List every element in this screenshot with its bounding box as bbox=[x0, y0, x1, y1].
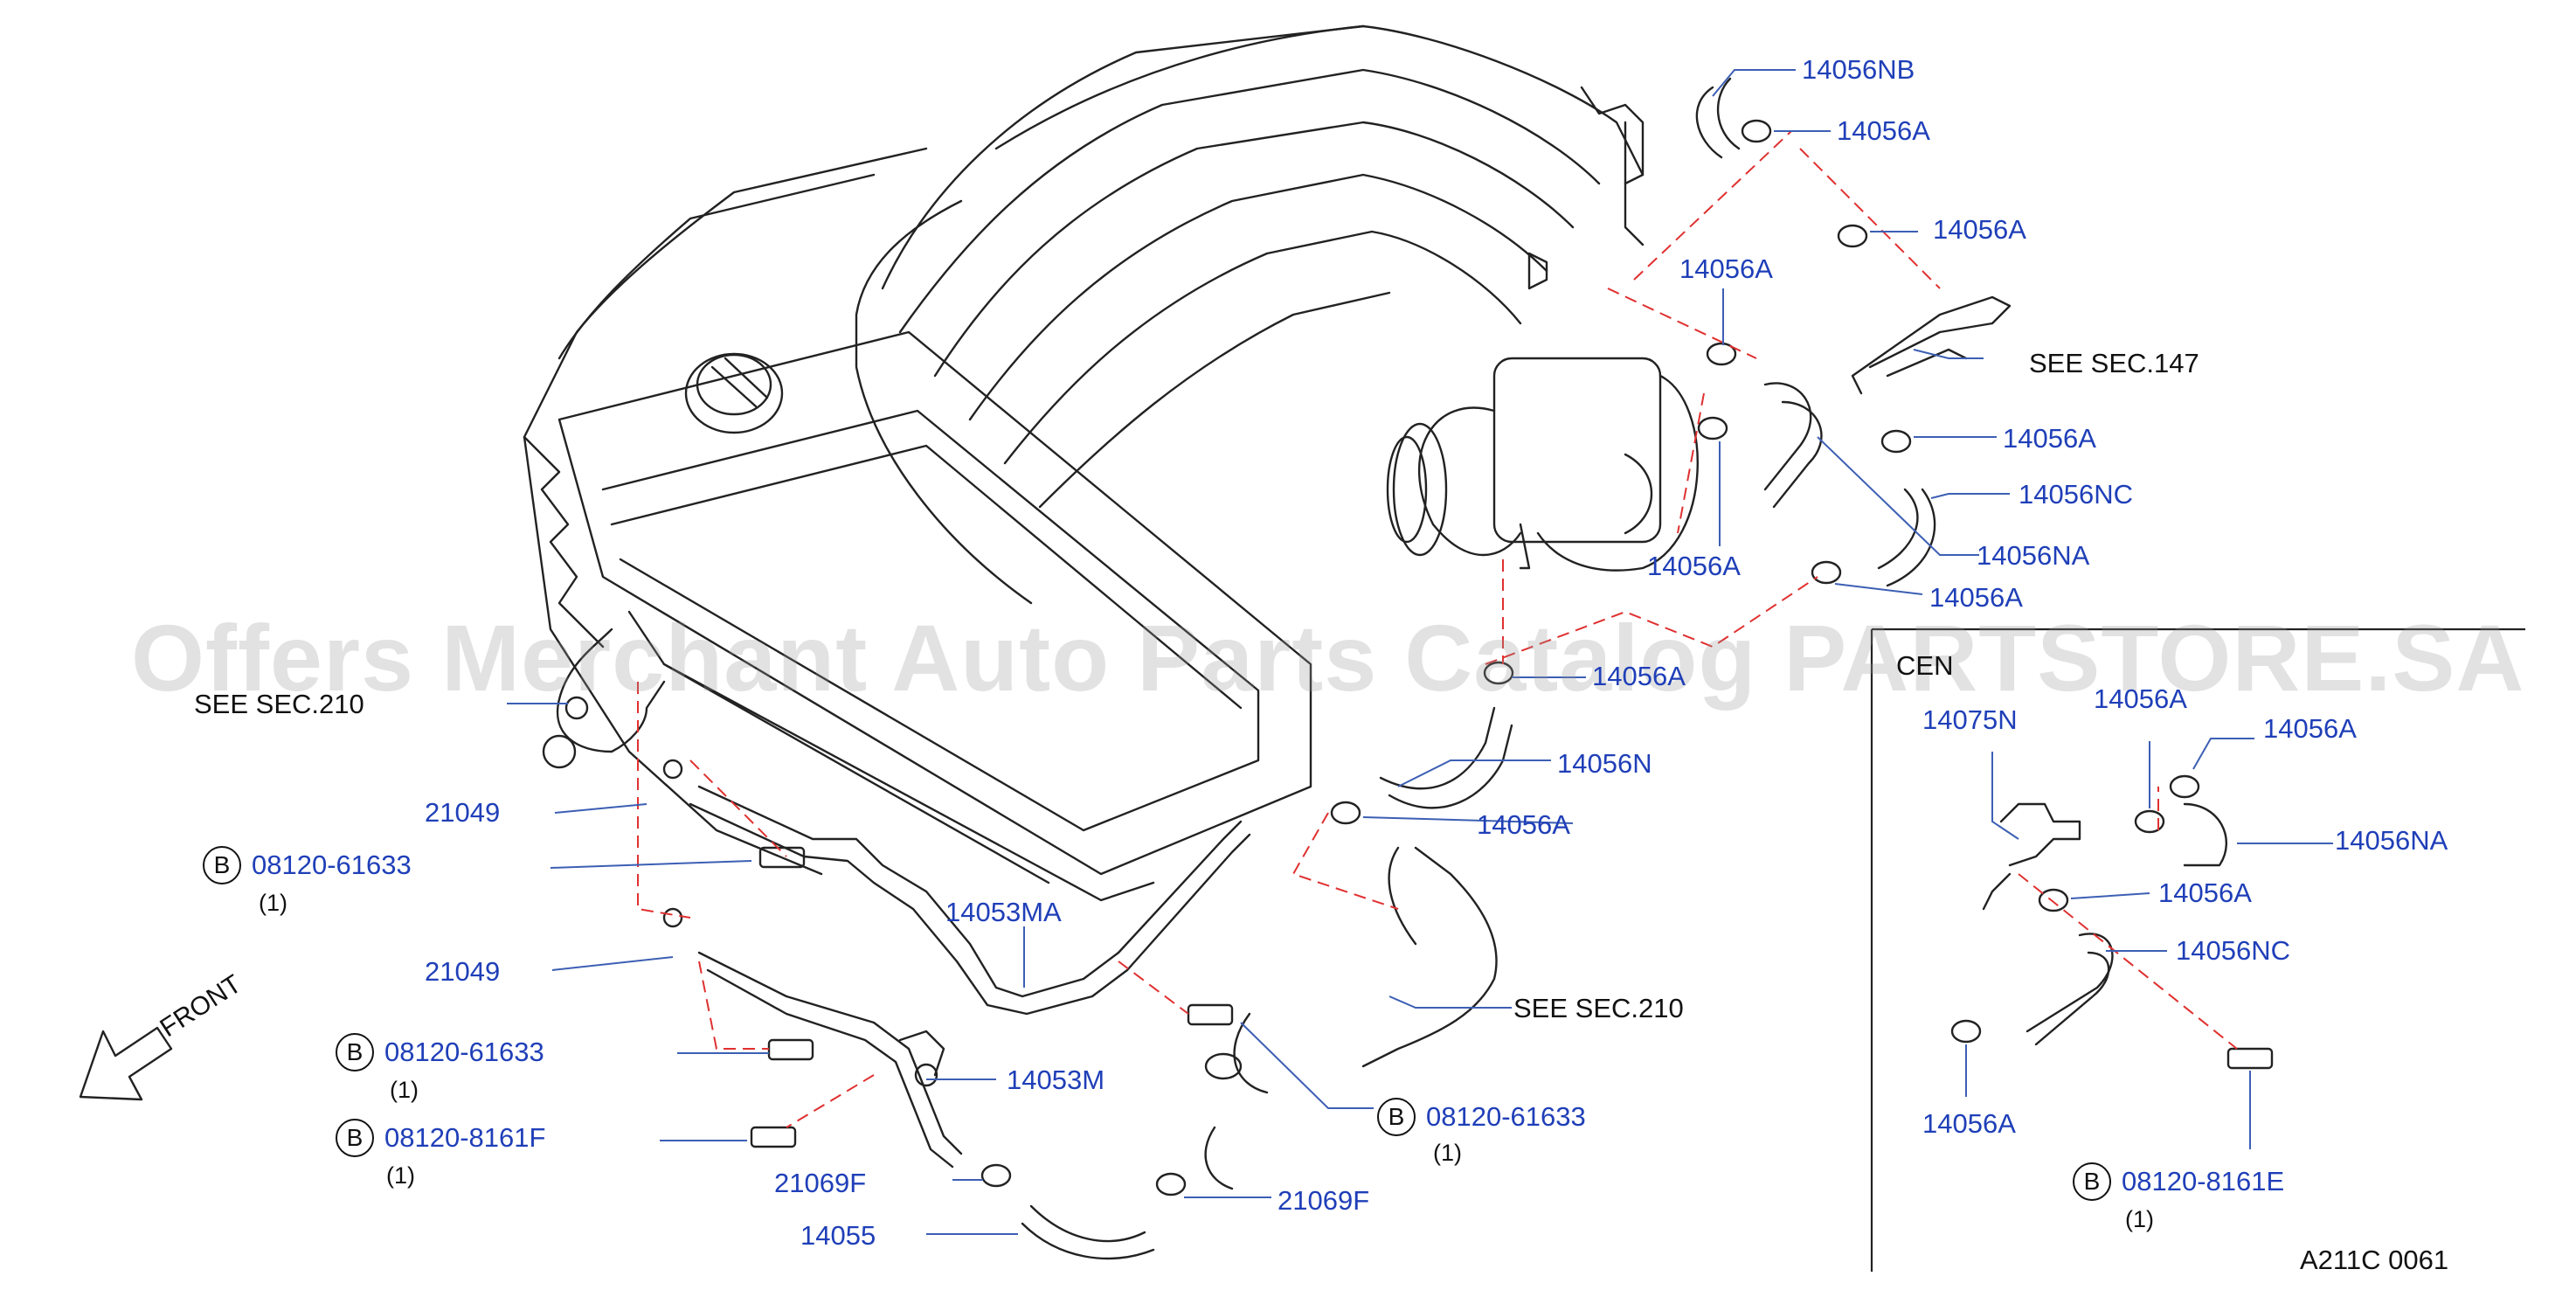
watermark: Offers Merchant Auto Parts Catalog PARTS… bbox=[131, 605, 2525, 711]
dashed-assembly-lines bbox=[637, 130, 2238, 1128]
bolt-qty: (1) bbox=[1433, 1140, 1462, 1166]
bolt-callout-2[interactable]: B 08120-61633 bbox=[336, 1033, 544, 1072]
front-arrow-icon bbox=[79, 1026, 173, 1101]
bolt-qty: (1) bbox=[259, 890, 287, 916]
part-label-14055[interactable]: 14055 bbox=[800, 1220, 876, 1251]
b-badge: B bbox=[2073, 1162, 2111, 1201]
part-label-14056A[interactable]: 14056A bbox=[1922, 1108, 2016, 1139]
part-label-14056A[interactable]: 14056A bbox=[1929, 582, 2023, 613]
bolt-qty: (1) bbox=[390, 1077, 419, 1103]
part-label-14056A[interactable]: 14056A bbox=[1679, 253, 1773, 284]
part-label-14053M[interactable]: 14053M bbox=[1007, 1065, 1105, 1095]
part-label-21049[interactable]: 21049 bbox=[425, 797, 501, 828]
bolt-callout-4[interactable]: B 08120-61633 bbox=[1377, 1098, 1586, 1136]
part-label-14056A[interactable]: 14056A bbox=[2094, 683, 2187, 714]
bolt-qty: (1) bbox=[386, 1162, 415, 1189]
part-label-14056NA[interactable]: 14056NA bbox=[2335, 825, 2448, 856]
bolt-code: 08120-61633 bbox=[384, 1037, 544, 1067]
clamps bbox=[980, 119, 2200, 1196]
part-label-14056NC[interactable]: 14056NC bbox=[2019, 479, 2133, 510]
bolt-callout-1[interactable]: B 08120-61633 bbox=[203, 846, 412, 884]
see-sec-210-right[interactable]: SEE SEC.210 bbox=[1513, 993, 1684, 1023]
bolt-code: 08120-8161E bbox=[2122, 1166, 2285, 1196]
part-label-14056A[interactable]: 14056A bbox=[1837, 115, 1930, 146]
bolt-callout-3[interactable]: B 08120-8161F bbox=[336, 1119, 545, 1157]
bolt-code: 08120-61633 bbox=[1426, 1101, 1586, 1132]
part-label-21069F[interactable]: 21069F bbox=[774, 1168, 867, 1198]
part-label-14075N[interactable]: 14075N bbox=[1922, 704, 2018, 735]
part-label-14056A[interactable]: 14056A bbox=[1647, 551, 1741, 581]
bolt-code: 08120-8161F bbox=[384, 1122, 546, 1153]
part-label-14056NB[interactable]: 14056NB bbox=[1802, 54, 1915, 85]
part-label-14056A[interactable]: 14056A bbox=[1477, 809, 1570, 840]
b-badge: B bbox=[336, 1119, 374, 1157]
part-label-14056A[interactable]: 14056A bbox=[1592, 661, 1686, 691]
bolt-callout-5[interactable]: B 08120-8161E bbox=[2073, 1162, 2284, 1201]
engine-drawing bbox=[523, 24, 2228, 1260]
b-badge: B bbox=[336, 1033, 374, 1072]
part-label-14056NC[interactable]: 14056NC bbox=[2176, 935, 2290, 966]
part-label-21069F[interactable]: 21069F bbox=[1278, 1185, 1370, 1216]
part-label-14053MA[interactable]: 14053MA bbox=[945, 897, 1062, 927]
part-label-14056N[interactable]: 14056N bbox=[1557, 748, 1652, 779]
bolt-code: 08120-61633 bbox=[252, 850, 412, 880]
inset-frame bbox=[1870, 628, 2525, 1272]
see-sec-210-left[interactable]: SEE SEC.210 bbox=[194, 689, 364, 719]
see-sec-147[interactable]: SEE SEC.147 bbox=[2029, 348, 2199, 378]
diagram-code: A211C 0061 bbox=[2300, 1245, 2449, 1275]
part-label-14056A[interactable]: 14056A bbox=[2158, 877, 2252, 908]
bolt-qty: (1) bbox=[2125, 1206, 2154, 1232]
part-label-14056A[interactable]: 14056A bbox=[2003, 423, 2096, 454]
part-label-14056A[interactable]: 14056A bbox=[2263, 713, 2357, 744]
part-label-21049[interactable]: 21049 bbox=[425, 956, 501, 987]
inset-header: CEN bbox=[1896, 650, 1954, 681]
b-badge: B bbox=[1377, 1098, 1416, 1136]
b-badge: B bbox=[203, 846, 241, 884]
part-label-14056A[interactable]: 14056A bbox=[1933, 214, 2026, 245]
part-label-14056NA[interactable]: 14056NA bbox=[1977, 540, 2090, 571]
leader-lines bbox=[507, 69, 2333, 1235]
